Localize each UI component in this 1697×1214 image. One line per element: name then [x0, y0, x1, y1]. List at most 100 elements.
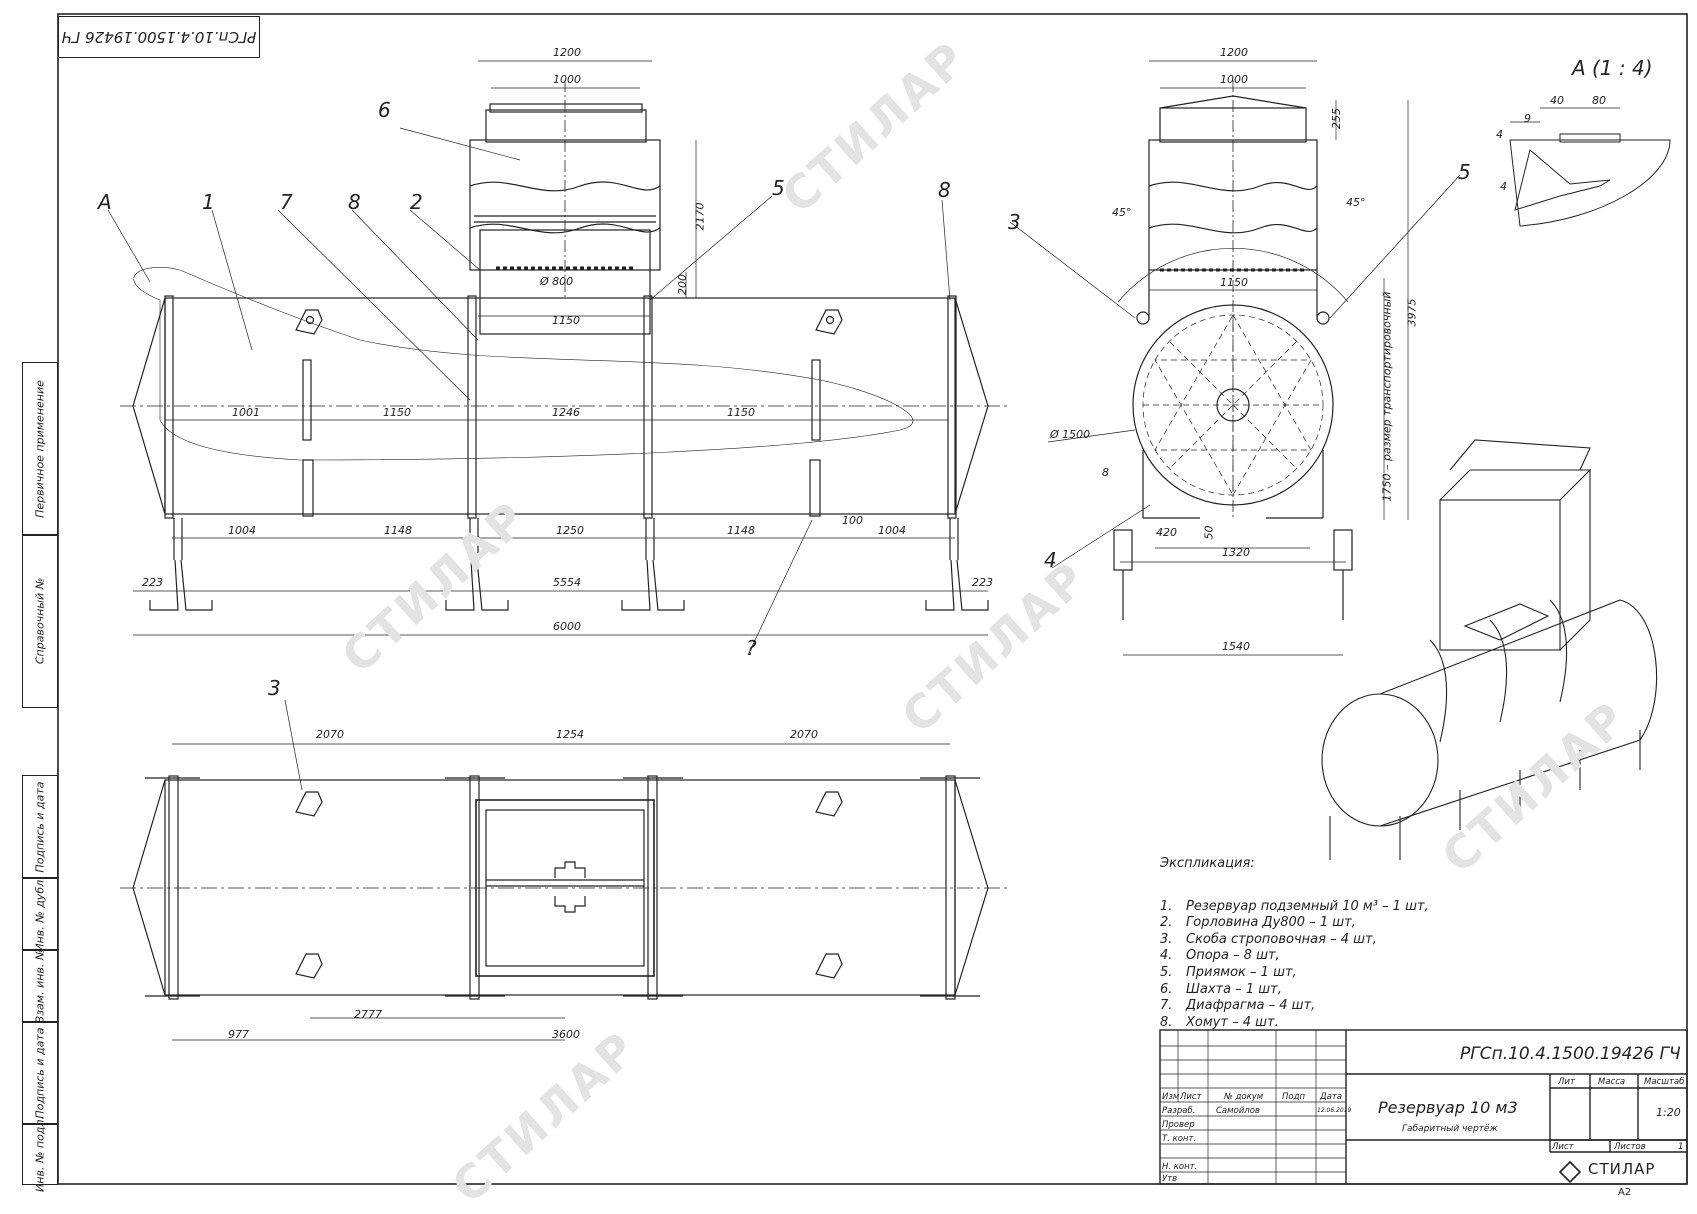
dim-upper-1150a: 1150 — [383, 406, 411, 419]
dim-plan-2070b: 2070 — [790, 728, 818, 741]
dim-plan-2070a: 2070 — [316, 728, 344, 741]
pos-label-5a: 5 — [772, 176, 785, 200]
tb-company-logo: СТИЛАР — [1588, 1160, 1656, 1178]
dim-side-50: 50 — [1202, 525, 1216, 540]
tb-name: Резервуар 10 м3 — [1378, 1098, 1518, 1117]
dim-side-1200: 1200 — [1220, 46, 1248, 59]
dim-total-5554: 5554 — [553, 576, 581, 589]
dim-side-3975: 3975 — [1405, 298, 1419, 327]
dim-side-420: 420 — [1156, 526, 1177, 539]
detail-dim-40: 40 — [1550, 94, 1564, 107]
explication-list: Экспликация: 1.Резервуар подземный 10 м³… — [1160, 856, 1429, 1031]
explication-item: 8.Хомут – 4 шт. — [1160, 1014, 1279, 1030]
dim-front-2170: 2170 — [693, 202, 707, 231]
tb-row-tkont: Т. конт. — [1162, 1134, 1197, 1144]
dim-side-1150: 1150 — [1220, 276, 1248, 289]
tb-lit: Лит — [1558, 1077, 1575, 1087]
dim-front-d800: Ø 800 — [540, 275, 574, 288]
dim-side-angle-left: 45° — [1112, 206, 1132, 219]
tb-listov: Листов — [1614, 1142, 1646, 1152]
sheet-frame — [57, 13, 1688, 1185]
dim-side-transport: 1750 – размер транспортировочный — [1380, 291, 1394, 502]
dim-front-200: 200 — [676, 274, 689, 295]
dim-side-angle-right: 45° — [1346, 196, 1366, 209]
tb-col-doc: № докум — [1224, 1092, 1264, 1102]
tb-scale: 1:20 — [1656, 1106, 1681, 1119]
dim-front-1200: 1200 — [553, 46, 581, 59]
pos-label-3a: 3 — [1008, 210, 1021, 234]
tb-list: Лист — [1552, 1142, 1574, 1152]
plan-shaft-frame — [475, 799, 655, 977]
pos-label-7: 7 — [280, 190, 293, 214]
dim-total-6000: 6000 — [553, 620, 581, 633]
pos-label-1: 1 — [202, 190, 215, 214]
explication-item: 6.Шахта – 1 шт, — [1160, 981, 1282, 997]
dim-front-1000: 1000 — [553, 73, 581, 86]
dim-lower-1148b: 1148 — [727, 524, 755, 537]
pos-label-question: ? — [746, 636, 757, 660]
plan-view — [120, 699, 1010, 1041]
tb-masshtab: Масштаб — [1644, 1077, 1685, 1087]
tb-col-date: Дата — [1320, 1092, 1343, 1102]
tb-row-prover: Провер — [1162, 1120, 1195, 1130]
explication-item: 7.Диафрагма – 4 шт, — [1160, 998, 1316, 1014]
dim-left-223: 223 — [142, 576, 163, 589]
dim-lower-1004b: 1004 — [878, 524, 906, 537]
dim-upper-1246: 1246 — [552, 406, 580, 419]
explication-item: 2.Горловина Ду800 – 1 шт, — [1160, 915, 1356, 931]
tb-razrab-date: 12.06.2019 — [1317, 1107, 1352, 1114]
tb-row-utv: Утв — [1162, 1174, 1178, 1184]
tb-col-list: Лист — [1180, 1092, 1202, 1102]
dim-side-d1500: Ø 1500 — [1050, 428, 1091, 441]
tb-row-nkont: Н. конт. — [1162, 1162, 1198, 1172]
tb-col-izm: Изм — [1162, 1092, 1180, 1102]
dim-right-223: 223 — [972, 576, 993, 589]
explication-item: 4.Опора – 8 шт, — [1160, 948, 1280, 964]
dim-lower-100: 100 — [842, 514, 863, 527]
dim-plan-1254: 1254 — [556, 728, 584, 741]
explication-item: 1.Резервуар подземный 10 м³ – 1 шт, — [1160, 898, 1429, 914]
dim-side-1540: 1540 — [1222, 640, 1250, 653]
dim-lower-1148a: 1148 — [384, 524, 412, 537]
tb-code: РГСп.10.4.1500.19426 ГЧ — [1460, 1044, 1681, 1064]
front-view — [107, 60, 1010, 656]
pos-label-4: 4 — [1044, 548, 1057, 572]
pos-label-8a: 8 — [348, 190, 361, 214]
dim-front-1150: 1150 — [552, 314, 580, 327]
detail-dim-9: 9 — [1524, 112, 1531, 125]
detail-a-title: A (1 : 4) — [1572, 56, 1653, 80]
detail-dim-80: 80 — [1592, 94, 1606, 107]
side-view — [1009, 60, 1461, 656]
detail-a — [1509, 107, 1671, 227]
dim-side-255: 255 — [1330, 108, 1343, 129]
tb-razrab-name: Самойлов — [1216, 1106, 1260, 1116]
pos-label-6: 6 — [378, 98, 391, 122]
dim-lower-1250: 1250 — [556, 524, 584, 537]
dim-side-1000: 1000 — [1220, 73, 1248, 86]
detail-dim-4a: 4 — [1496, 128, 1503, 141]
dim-upper-1150b: 1150 — [727, 406, 755, 419]
explication-item: 5.Приямок – 1 шт, — [1160, 964, 1297, 980]
dim-side-1320: 1320 — [1222, 546, 1250, 559]
dim-plan-977: 977 — [228, 1028, 249, 1041]
pos-label-3b: 3 — [268, 676, 281, 700]
pos-label-5b: 5 — [1458, 160, 1471, 184]
tb-col-podp: Подп — [1282, 1092, 1306, 1102]
tb-massa: Масса — [1598, 1077, 1626, 1087]
tb-listov-n: 1 — [1678, 1142, 1684, 1152]
isometric-view — [1321, 439, 1658, 860]
explication-title: Экспликация: — [1160, 856, 1255, 871]
title-block — [1159, 1029, 1688, 1185]
dim-plan-3600: 3600 — [552, 1028, 580, 1041]
tb-format: A2 — [1618, 1187, 1632, 1198]
detail-dim-4b: 4 — [1500, 180, 1507, 193]
dim-side-8: 8 — [1102, 466, 1109, 479]
tb-row-razrab: Разраб. — [1162, 1106, 1196, 1116]
dim-lower-1004a: 1004 — [228, 524, 256, 537]
pos-label-2: 2 — [410, 190, 423, 214]
dim-plan-2777: 2777 — [354, 1008, 382, 1021]
pos-label-a: A — [98, 190, 112, 214]
pos-label-8b: 8 — [938, 178, 951, 202]
explication-item: 3.Скоба строповочная – 4 шт, — [1160, 931, 1377, 947]
